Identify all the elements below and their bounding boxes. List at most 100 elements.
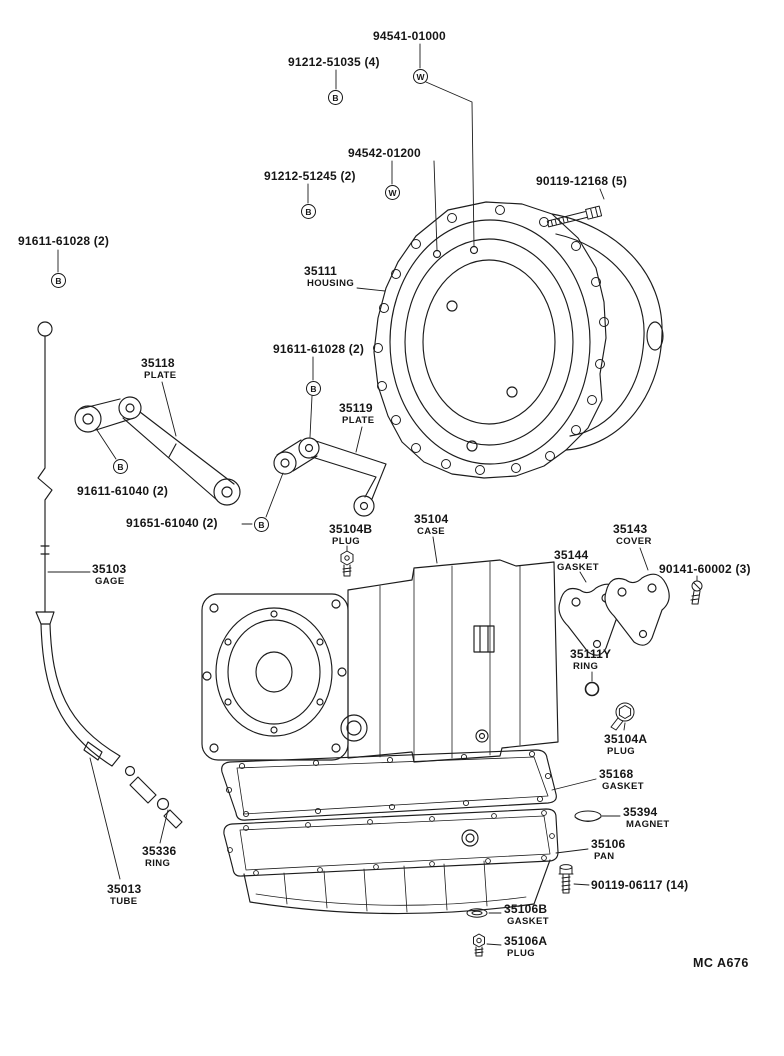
fastener-marker-b: B — [113, 459, 128, 474]
label-91611-61028-left: 91611-61028 (2) — [18, 234, 109, 248]
part-sub: GASKET — [602, 781, 644, 793]
leader-lines — [47, 43, 698, 946]
part-number: 35336 — [142, 844, 177, 858]
housing-bolt-holes — [373, 205, 609, 475]
part-number: 90119-12168 (5) — [536, 174, 628, 188]
label-90119-12168: 90119-12168 (5) — [536, 174, 627, 188]
fastener-marker-w: W — [413, 69, 428, 84]
gasket-35168-drawing — [221, 749, 557, 821]
case-35104-drawing — [201, 559, 559, 763]
part-number: 35111Y — [570, 647, 612, 661]
part-number: 35119 — [339, 401, 373, 415]
bolt-90119-12168-drawing — [546, 205, 603, 228]
part-sub: PLATE — [342, 415, 375, 427]
label-90141-60002: 90141-60002 (3) — [659, 562, 751, 576]
fastener-marker-b: B — [51, 273, 66, 288]
fastener-marker-b: B — [301, 204, 316, 219]
part-number: 35111 — [304, 264, 338, 278]
part-number: 94542-01200 — [348, 146, 421, 160]
fastener-marker-b: B — [254, 517, 269, 532]
part-sub: COVER — [616, 536, 652, 548]
part-number: 91611-61040 (2) — [77, 484, 169, 498]
part-number: 91212-51245 (2) — [264, 169, 356, 183]
part-number: 35106B — [504, 902, 548, 916]
plate-35119-drawing — [273, 437, 387, 517]
part-number: 94541-01000 — [373, 29, 446, 43]
plate-35118-drawing — [74, 396, 241, 506]
part-sub: MAGNET — [626, 819, 670, 831]
plug-35104B-drawing — [340, 550, 354, 577]
label-91212-51245: 91212-51245 (2) — [264, 169, 356, 183]
part-number: 35013 — [107, 882, 142, 896]
fastener-marker-b: B — [306, 381, 321, 396]
part-number: 91611-61028 (2) — [273, 342, 365, 356]
part-sub: GASKET — [507, 916, 549, 928]
gasket-35106B-drawing — [466, 908, 488, 918]
cover-35143-drawing — [604, 573, 670, 646]
part-number: 90141-60002 (3) — [659, 562, 751, 576]
label-90119-06117: 90119-06117 (14) — [591, 878, 688, 892]
part-sub: PLUG — [332, 536, 360, 548]
gage-35103-drawing — [37, 321, 53, 613]
part-sub: GAGE — [95, 576, 125, 588]
ring-35111Y-drawing — [584, 681, 600, 697]
magnet-35394-drawing — [574, 810, 602, 822]
label-94542-01200: 94542-01200 — [348, 146, 421, 160]
ring-35336-drawing — [156, 797, 170, 811]
bolt-90119-06117-drawing — [558, 864, 574, 894]
part-number: 91651-61040 (2) — [126, 516, 218, 530]
plug-35104A-drawing — [610, 702, 635, 731]
part-sub: GASKET — [557, 562, 599, 574]
part-number: 35106 — [591, 837, 626, 851]
label-91212-51035: 91212-51035 (4) — [288, 55, 380, 69]
screw-90141-60002-drawing — [690, 580, 703, 605]
part-sub: RING — [145, 858, 171, 870]
plug-35106A-drawing — [473, 933, 485, 957]
part-number: 35104 — [414, 512, 449, 526]
part-sub: PAN — [594, 851, 615, 863]
label-94541-01000: 94541-01000 — [373, 29, 446, 43]
part-sub: RING — [573, 661, 599, 673]
label-91611-61040: 91611-61040 (2) — [77, 484, 168, 498]
figure-code: MC A676 — [693, 956, 749, 970]
part-sub: PLUG — [507, 948, 535, 960]
label-91611-61028-mid: 91611-61028 (2) — [273, 342, 364, 356]
part-sub: CASE — [417, 526, 445, 538]
label-91651-61040: 91651-61040 (2) — [126, 516, 218, 530]
part-number: 35118 — [141, 356, 175, 370]
part-number: 91212-51035 (4) — [288, 55, 380, 69]
part-sub: PLUG — [607, 746, 635, 758]
part-number: 35143 — [613, 522, 648, 536]
part-number: 35144 — [554, 548, 589, 562]
fastener-marker-w: W — [385, 185, 400, 200]
part-sub: HOUSING — [307, 278, 355, 290]
part-number: 90119-06117 (14) — [591, 878, 689, 892]
pan-35106-drawing — [223, 808, 559, 915]
fastener-marker-b: B — [328, 90, 343, 105]
part-number: 35106A — [504, 934, 548, 948]
part-number: 35394 — [623, 805, 658, 819]
part-number: 35168 — [599, 767, 634, 781]
tube-35013-drawing — [35, 611, 183, 829]
part-number: 35103 — [92, 562, 127, 576]
part-number: 35104A — [604, 732, 648, 746]
part-number: 35104B — [329, 522, 373, 536]
part-number: 91611-61028 (2) — [18, 234, 110, 248]
